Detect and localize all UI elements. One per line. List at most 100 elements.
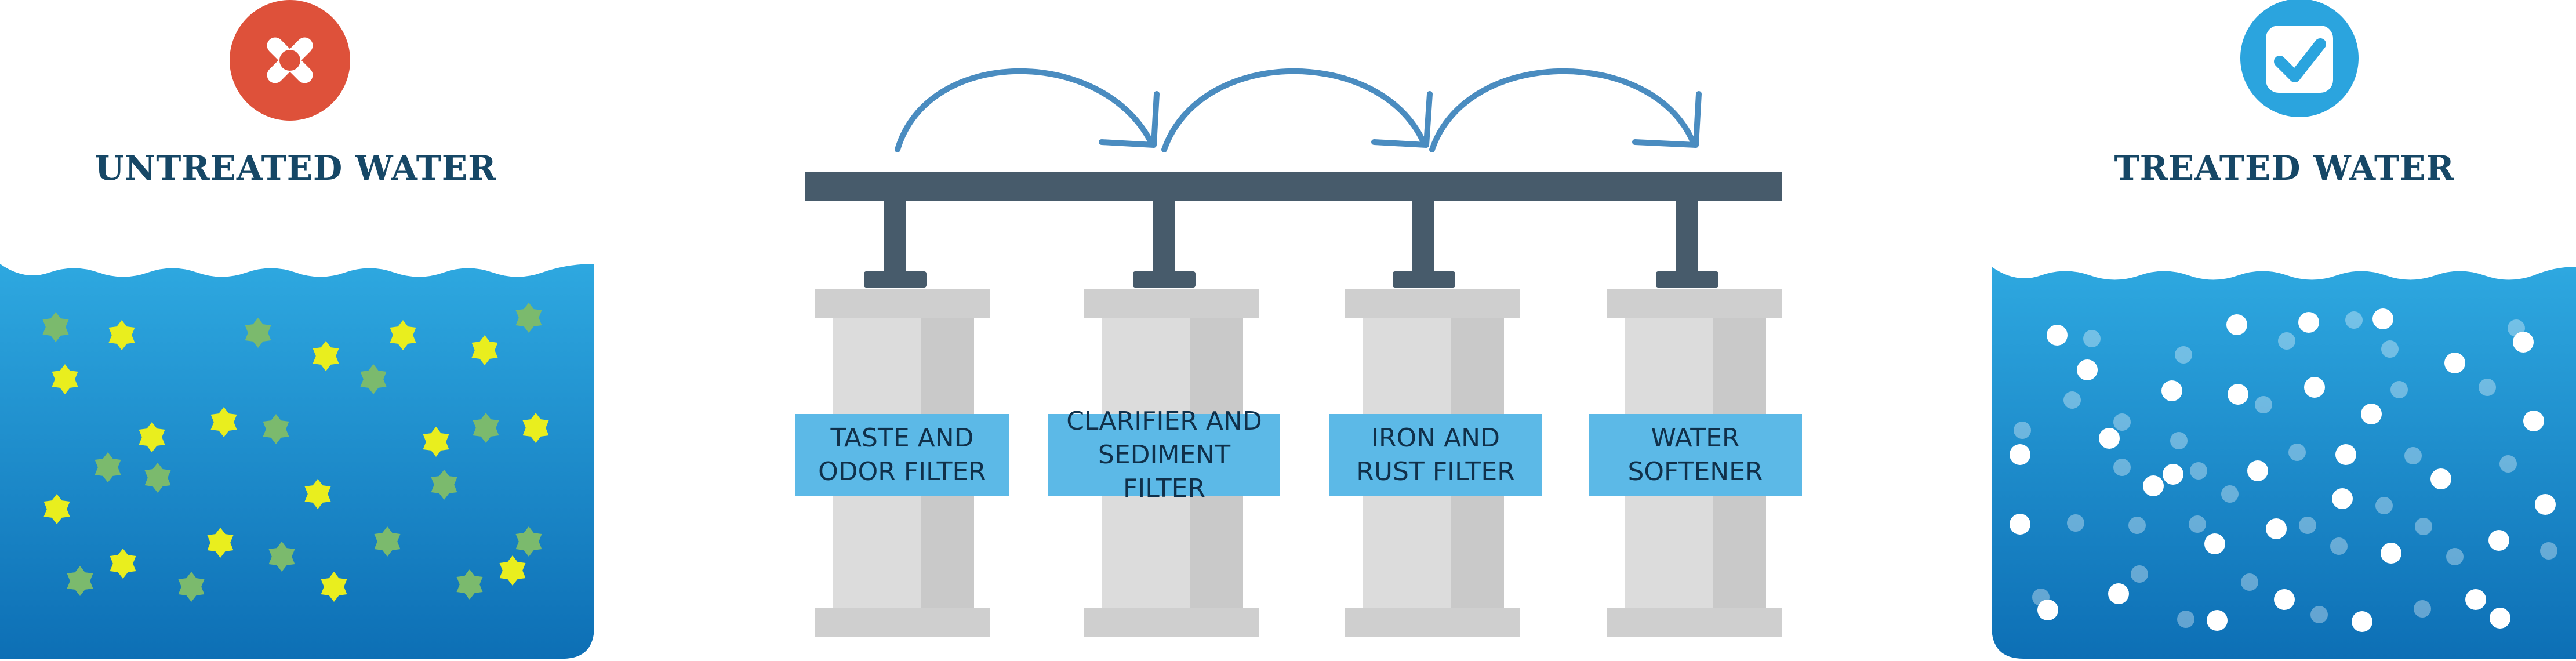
water-bubble [2345,311,2363,329]
filter-label-iron-rust: IRON AND RUST FILTER [1329,414,1542,496]
contaminant-particle [43,494,70,524]
water-bubble [2010,514,2030,535]
water-bubble [2415,518,2432,535]
water-bubble [2189,515,2206,533]
water-bubble [2226,314,2247,335]
water-bubble [2523,411,2544,431]
contaminant-particle [374,526,401,557]
water-bubble [2032,589,2050,606]
water-bubble [2077,359,2098,380]
contaminant-particle [313,341,339,371]
pipe-connector-2 [1133,197,1196,288]
water-bubble [2414,600,2431,618]
filter-label-taste-odor: TASTE AND ODOR FILTER [795,414,1009,496]
water-bubble [2508,319,2525,337]
water-bubble [2241,573,2258,591]
water-bubble [2274,589,2295,610]
water-bubble [2131,565,2148,583]
water-bubble [2221,485,2239,503]
contaminant-particle [515,303,542,333]
water-bubble [2352,611,2372,632]
contaminant-particle [52,364,78,394]
pipe-connector-1 [864,197,927,288]
water-bubble [2108,583,2129,604]
water-bubble [2299,517,2316,534]
water-bubble [2247,460,2268,481]
untreated-water-body [0,264,594,659]
pipe-connector-3 [1393,197,1455,288]
water-bubble [2372,308,2393,329]
treated-water-body [1992,267,2576,659]
water-bubble [2037,600,2058,620]
water-bubble [2479,379,2496,396]
contaminant-particle [522,413,549,443]
water-bubble [2047,325,2068,346]
contaminant-particle [139,422,165,452]
water-bubble [2288,444,2306,461]
contaminant-particle [210,407,237,437]
contaminant-particle [268,542,295,572]
water-bubble [2540,542,2557,560]
water-bubble [2113,413,2131,431]
contaminant-particle [67,566,93,596]
water-bubble [2310,606,2328,623]
check-icon [2266,26,2333,93]
contaminant-particle [390,320,416,350]
water-bubble [2499,455,2517,473]
water-bubble [2177,611,2194,628]
water-bubble [2278,332,2295,350]
contaminant-particle [207,528,234,558]
treated-water-title: TREATED WATER [2114,148,2455,188]
clean-water-bubbles [2010,308,2557,632]
contaminant-particle [499,555,526,586]
water-bubble [2190,462,2207,480]
water-bubble [2163,464,2183,485]
water-bubble [2444,353,2465,373]
water-bubble [2335,444,2356,465]
water-bubble [2228,384,2248,405]
water-bubble [2304,377,2325,398]
contaminant-particles [42,303,549,602]
filter-label-clarifier-sediment: CLARIFIER AND SEDIMENT FILTER [1048,406,1280,503]
water-bubble [2332,488,2353,509]
contaminant-particle [321,572,347,602]
pipe-connector-4 [1656,197,1718,288]
water-bubble [2488,530,2509,551]
contaminant-particle [42,312,69,342]
water-bubble [2381,340,2399,358]
water-bubble [2099,428,2120,449]
untreated-status [230,0,350,121]
contaminant-particle [423,427,449,457]
water-bubble [2143,475,2164,496]
water-bubble [2161,380,2182,401]
water-bubble [2361,404,2382,424]
water-bubble [2113,459,2131,476]
pipe-manifold [805,172,1782,288]
water-bubble [2375,497,2393,514]
water-bubble [2446,548,2464,565]
contaminant-particle [108,320,135,350]
water-bubble [2067,514,2084,532]
contaminant-particle [304,479,331,509]
water-bubble [2381,543,2401,564]
contaminant-particle [431,470,457,500]
water-bubble [2465,589,2486,610]
water-bubble [2330,537,2348,555]
water-bubble [2535,494,2556,515]
contaminant-particle [178,572,205,602]
contaminant-particle [473,413,499,443]
contaminant-particle [456,569,483,600]
water-bubble [2490,608,2510,629]
water-bubble [2175,346,2192,364]
untreated-water-title: UNTREATED WATER [95,148,497,188]
water-bubble [2390,381,2408,398]
contaminant-particle [471,335,498,365]
water-bubble [2010,444,2030,465]
untreated-water-tank [0,264,594,659]
water-bubble [2404,447,2422,464]
treated-water-tank [1992,267,2576,659]
water-bubble [2298,312,2319,333]
water-bubble [2128,517,2146,534]
flow-arrow-3 [1429,68,1702,152]
